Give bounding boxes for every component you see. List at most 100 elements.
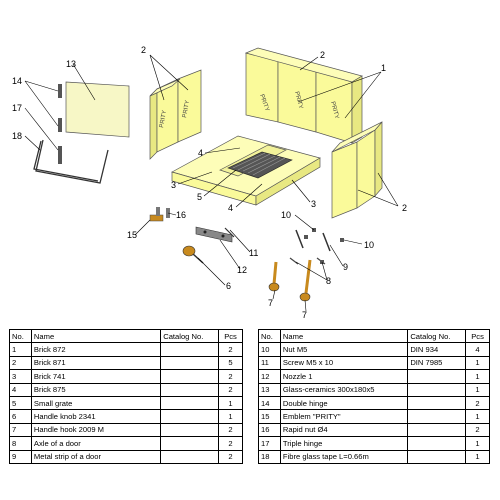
cell-pcs: 1 (465, 355, 490, 371)
cell-pcs: 2 (218, 369, 243, 384)
cell-no: 11 (258, 355, 281, 371)
screw-m5 (224, 227, 235, 238)
callout-4: 4 (198, 148, 203, 158)
table-header-row: No. Name Catalog No. Pcs (9, 328, 243, 344)
cell-pcs: 5 (218, 355, 243, 371)
cell-name: Rapid nut Ø4 (279, 422, 409, 438)
cell-pcs: 4 (465, 342, 490, 357)
cell-catalog (407, 422, 467, 438)
callout-5: 5 (197, 192, 202, 202)
double-hinge (58, 84, 62, 132)
callout-10: 10 (281, 210, 291, 220)
callout-7: 7 (268, 298, 273, 308)
cell-name: Axle of a door (30, 436, 162, 451)
cell-no: 16 (258, 422, 281, 438)
callout-15: 15 (127, 230, 137, 240)
brick-emblem: PRITY (258, 94, 270, 113)
nozzle (195, 226, 233, 243)
callout-3: 3 (311, 199, 316, 209)
cell-no: 8 (9, 436, 32, 451)
callout-2: 2 (402, 203, 407, 213)
cell-pcs: 1 (465, 382, 490, 397)
exploded-parts-diagram: .brick { fill:#fafa9a; stroke:#555; stro… (12, 45, 407, 320)
cell-pcs: 1 (465, 369, 490, 384)
cell-catalog (160, 422, 220, 438)
cell-pcs: 1 (218, 409, 243, 424)
triple-hinge (58, 146, 62, 164)
cell-name: Screw M5 x 10 (279, 355, 409, 371)
callout-10: 10 (364, 240, 374, 250)
callout-9: 9 (343, 262, 348, 272)
cell-pcs: 2 (218, 342, 243, 357)
cell-catalog (160, 369, 220, 384)
cell-no: 17 (258, 436, 281, 451)
cell-catalog (407, 369, 467, 384)
cell-catalog (160, 395, 220, 411)
callout-11: 11 (249, 248, 258, 258)
cell-catalog: DIN 7985 (407, 355, 467, 371)
cell-name: Metal strip of a door (30, 449, 162, 464)
cell-no: 4 (9, 382, 32, 397)
callout-7: 7 (302, 310, 307, 320)
cell-pcs: 1 (465, 436, 490, 451)
small-grate (227, 151, 293, 179)
cell-name: Nozzle 1 (279, 369, 409, 384)
cell-catalog (407, 436, 467, 451)
cell-no: 14 (258, 395, 281, 411)
cell-pcs: 1 (218, 395, 243, 411)
nuts-m5 (304, 228, 344, 264)
callout-2: 2 (141, 45, 146, 55)
cell-no: 1 (9, 342, 32, 357)
cell-name: Emblem "PRITY" (279, 409, 409, 424)
column-header-pcs: Pcs (218, 328, 243, 344)
callout-1: 1 (381, 63, 386, 73)
cell-catalog (160, 449, 220, 464)
cell-no: 18 (258, 449, 281, 464)
table-header-row: No. Name Catalog No. Pcs (258, 328, 490, 344)
cell-no: 15 (258, 409, 281, 424)
cell-pcs: 1 (465, 409, 490, 424)
cell-no: 2 (9, 355, 32, 371)
callout-4: 4 (228, 203, 233, 213)
callout-8: 8 (326, 276, 331, 286)
leader-lines (24, 54, 399, 312)
callout-12: 12 (237, 265, 247, 275)
column-header-no: No. (9, 328, 32, 344)
cell-name: Glass-ceramics 300x180x5 (279, 382, 409, 397)
callout-18: 18 (12, 131, 22, 141)
callout-14: 14 (12, 76, 22, 86)
cell-pcs: 2 (218, 436, 243, 451)
cell-pcs: 2 (465, 422, 490, 438)
cell-name: Triple hinge (279, 436, 409, 451)
callout-3: 3 (171, 180, 176, 190)
brick-emblem: PRITY (159, 110, 168, 128)
cell-no: 6 (9, 409, 32, 424)
cell-name: Brick 871 (30, 355, 162, 371)
cell-catalog (160, 382, 220, 397)
brick-871-right-pair (331, 121, 383, 219)
cell-pcs: 1 (465, 449, 490, 464)
cell-name: Handle knob 2341 (30, 409, 162, 424)
glass-ceramics (65, 81, 130, 138)
cell-name: Brick 741 (30, 369, 162, 384)
callout-6: 6 (226, 281, 231, 291)
column-header-pcs: Pcs (465, 328, 490, 344)
brick-871-left-pair: PRITY PRITY (149, 69, 202, 160)
column-header-catalog: Catalog No. (407, 328, 467, 344)
callout-labels: 2 2 1 2 4 4 3 3 5 14 17 18 13 15 16 10 1… (12, 45, 407, 320)
cell-no: 5 (9, 395, 32, 411)
cell-no: 3 (9, 369, 32, 384)
cell-no: 13 (258, 382, 281, 397)
